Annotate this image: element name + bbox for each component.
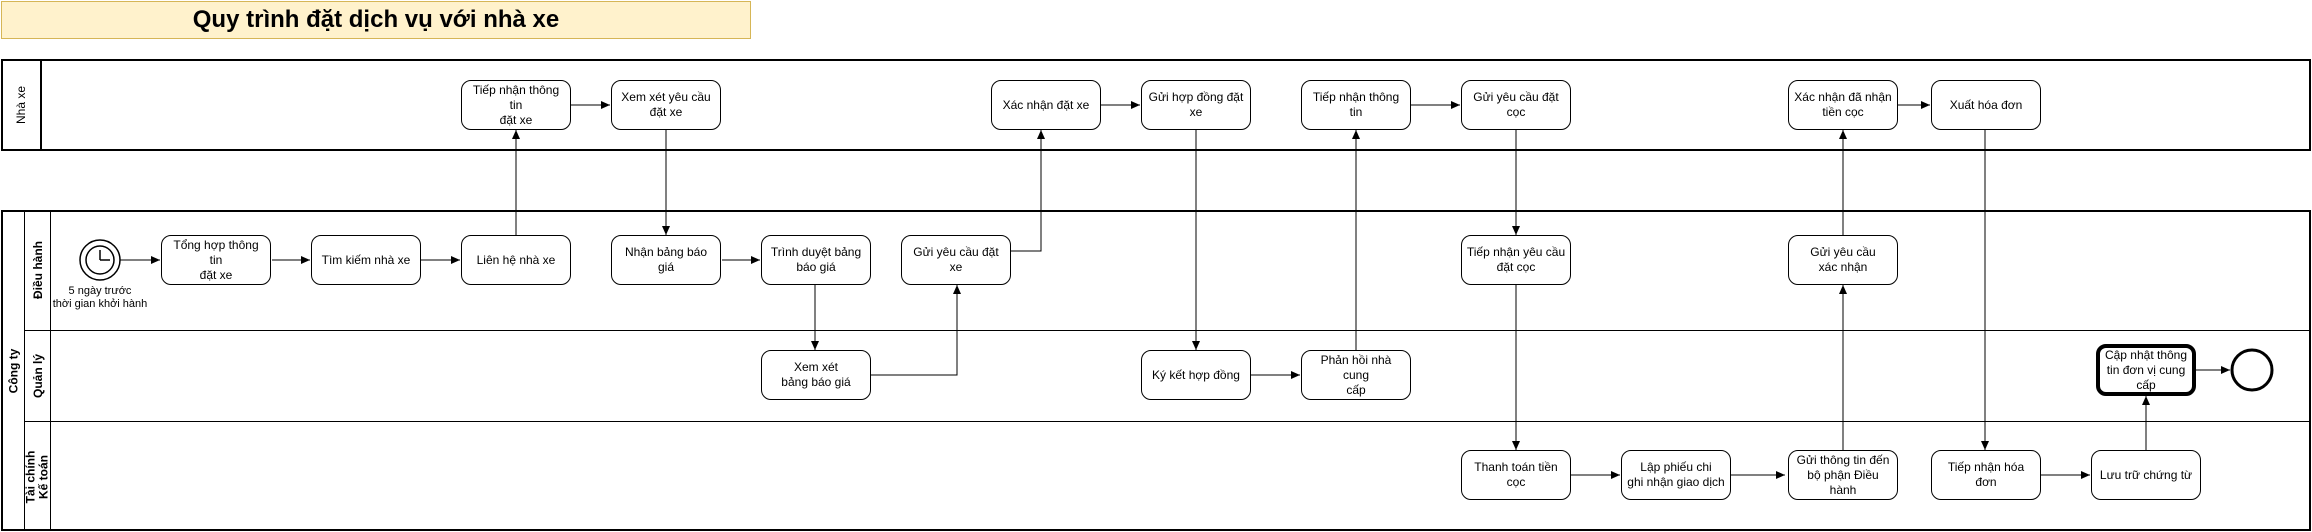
- end-event: [2230, 348, 2274, 392]
- task-lien-he-nha-xe[interactable]: Liên hệ nhà xe: [461, 235, 571, 285]
- pool-cong-ty: [1, 210, 2311, 531]
- lane-divider: [25, 330, 2311, 331]
- pool-nha-xe: [1, 59, 2311, 151]
- task-xac-nhan-da-nhan-tien-coc[interactable]: Xác nhận đã nhận tiền cọc: [1788, 80, 1898, 130]
- task-gui-thong-tin-den-bo-phan-dieu-hanh[interactable]: Gửi thông tin đến bộ phận Điều hành: [1788, 450, 1898, 500]
- task-trinh-duyet-bang-bao-gia[interactable]: Trình duyệt bảng báo giá: [761, 235, 871, 285]
- timer-start-event: [79, 239, 121, 281]
- start-event-label: 5 ngày trước thời gian khởi hành: [52, 285, 148, 310]
- lane-divider: [25, 421, 2311, 422]
- task-phan-hoi-nha-cung-cap[interactable]: Phản hồi nhà cung cấp: [1301, 350, 1411, 400]
- task-xem-xet-bang-bao-gia[interactable]: Xem xét bảng báo giá: [761, 350, 871, 400]
- flow-arrow: [870, 285, 961, 376]
- task-lap-phieu-chi[interactable]: Lập phiếu chi ghi nhận giao dịch: [1621, 450, 1731, 500]
- task-tiep-nhan-hoa-don[interactable]: Tiếp nhận hóa đơn: [1931, 450, 2041, 500]
- pool-divider: [40, 59, 42, 151]
- task-xuat-hoa-don[interactable]: Xuất hóa đơn: [1931, 80, 2041, 130]
- task-gui-hop-dong-dat-xe[interactable]: Gửi hợp đồng đặt xe: [1141, 80, 1251, 130]
- task-nhan-bang-bao-gia[interactable]: Nhận bảng báo giá: [611, 235, 721, 285]
- task-ky-ket-hop-dong[interactable]: Ký kết hợp đồng: [1141, 350, 1251, 400]
- task-gui-yeu-cau-dat-coc[interactable]: Gửi yêu cầu đặt cọc: [1461, 80, 1571, 130]
- task-gui-yeu-cau-xac-nhan[interactable]: Gửi yêu cầu xác nhận: [1788, 235, 1898, 285]
- task-xem-xet-yeu-cau-dat-xe[interactable]: Xem xét yêu cầu đặt xe: [611, 80, 721, 130]
- flow-arrow: [1011, 130, 1045, 252]
- task-tiep-nhan-thong-tin-dat-xe[interactable]: Tiếp nhận thông tin đặt xe: [461, 80, 571, 130]
- lane-header-divider: [50, 210, 51, 531]
- task-tiep-nhan-thong-tin[interactable]: Tiếp nhận thông tin: [1301, 80, 1411, 130]
- task-luu-tru-chung-tu[interactable]: Lưu trữ chứng từ: [2091, 450, 2201, 500]
- task-tim-kiem-nha-xe[interactable]: Tìm kiếm nhà xe: [311, 235, 421, 285]
- diagram-title: Quy trình đặt dịch vụ với nhà xe: [1, 1, 751, 39]
- task-tong-hop-thong-tin-dat-xe[interactable]: Tổng hợp thông tin đặt xe: [161, 235, 271, 285]
- task-xac-nhan-dat-xe[interactable]: Xác nhận đặt xe: [991, 80, 1101, 130]
- task-thanh-toan-tien-coc[interactable]: Thanh toán tiền cọc: [1461, 450, 1571, 500]
- task-gui-yeu-cau-dat-xe[interactable]: Gửi yêu cầu đặt xe: [901, 235, 1011, 285]
- task-cap-nhat-thong-tin-don-vi-cung-cap[interactable]: Cập nhật thông tin đơn vị cung cấp: [2096, 344, 2196, 396]
- pool-divider: [24, 210, 25, 531]
- task-tiep-nhan-yeu-cau-dat-coc[interactable]: Tiếp nhận yêu cầu đặt cọc: [1461, 235, 1571, 285]
